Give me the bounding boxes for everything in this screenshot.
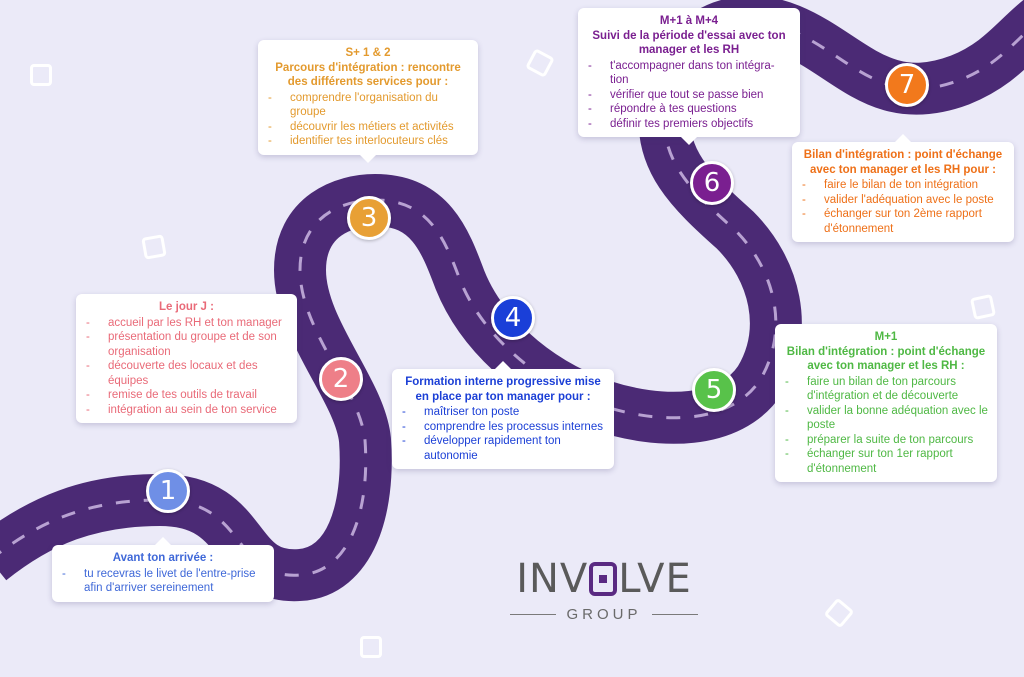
step-3-card: S+ 1 & 2 Parcours d'intégration : rencon… bbox=[258, 40, 478, 162]
step-3-item: comprendre l'organisation du groupe bbox=[266, 91, 470, 120]
decor-square bbox=[30, 64, 52, 86]
decor-square bbox=[969, 293, 997, 321]
step-1-item: tu recevras le livet de l'entre-prise af… bbox=[60, 567, 266, 596]
step-7-title: Bilan d'intégration : point d'échange av… bbox=[803, 149, 1003, 176]
step-2-list: accueil par les RH et ton manager présen… bbox=[84, 316, 289, 418]
step-4-list: maîtriser ton poste comprendre les proce… bbox=[400, 405, 606, 463]
step-5-marker: 5 bbox=[692, 368, 736, 412]
step-6-marker: 6 bbox=[690, 161, 734, 205]
step-1-marker: 1 bbox=[146, 469, 190, 513]
step-6-title: M+1 à M+4 Suivi de la période d'essai av… bbox=[592, 15, 786, 56]
step-7-item: faire le bilan de ton intégration bbox=[800, 178, 1006, 193]
step-2-item: présentation du groupe et de son organis… bbox=[84, 330, 289, 359]
decor-square bbox=[360, 636, 382, 658]
step-6-item: vérifier que tout se passe bien bbox=[586, 88, 792, 103]
step-7-list: faire le bilan de ton intégration valide… bbox=[800, 178, 1006, 236]
step-5-title: M+1 Bilan d'intégration : point d'échang… bbox=[786, 331, 986, 372]
step-5-list: faire un bilan de ton parcours d'intégra… bbox=[783, 375, 989, 477]
step-2-item: accueil par les RH et ton manager bbox=[84, 316, 289, 331]
step-1-card: Avant ton arrivée : tu recevras le livet… bbox=[52, 537, 274, 602]
step-5-item: échanger sur ton 1er rapport d'étonnemen… bbox=[783, 447, 989, 476]
step-3-item: identifier tes interlocuteurs clés bbox=[266, 134, 470, 149]
step-6-card: M+1 à M+4 Suivi de la période d'essai av… bbox=[578, 8, 800, 145]
logo-group-text: GROUP bbox=[566, 606, 642, 623]
decor-square bbox=[141, 234, 167, 260]
step-6-list: t'accompagner dans ton intégra-tion véri… bbox=[586, 59, 792, 132]
step-6-item: t'accompagner dans ton intégra-tion bbox=[586, 59, 792, 88]
step-5-item: préparer la suite de ton parcours bbox=[783, 433, 989, 448]
step-2-item: intégration au sein de ton service bbox=[84, 403, 289, 418]
step-3-title: S+ 1 & 2 Parcours d'intégration : rencon… bbox=[275, 47, 461, 88]
step-6-item: définir tes premiers objectifs bbox=[586, 117, 792, 132]
logo-o-square-icon bbox=[589, 562, 618, 596]
logo-line-right bbox=[651, 614, 698, 615]
involve-group-logo: INV LVE GROUP bbox=[498, 556, 710, 632]
step-2-item: remise de tes outils de travail bbox=[84, 388, 289, 403]
logo-line-left bbox=[510, 614, 557, 615]
step-2-item: découverte des locaux et des équipes bbox=[84, 359, 289, 388]
step-4-item: développer rapidement ton autonomie bbox=[400, 434, 606, 463]
step-3-item: découvrir les métiers et activités bbox=[266, 120, 470, 135]
step-1-title: Avant ton arrivée : bbox=[112, 552, 214, 564]
step-7-item: échanger sur ton 2ème rapport d'étonneme… bbox=[800, 207, 1006, 236]
step-4-item: maîtriser ton poste bbox=[400, 405, 606, 420]
step-4-marker: 4 bbox=[491, 296, 535, 340]
step-2-marker: 2 bbox=[319, 357, 363, 401]
step-3-list: comprendre l'organisation du groupe déco… bbox=[266, 91, 470, 149]
step-4-card: Formation interne progressive mise en pl… bbox=[392, 361, 614, 469]
logo-word-end: LVE bbox=[618, 556, 692, 602]
step-4-title: Formation interne progressive mise en pl… bbox=[405, 376, 601, 403]
logo-subtitle: GROUP bbox=[498, 606, 710, 623]
step-7-item: valider l'adéquation avec le poste bbox=[800, 193, 1006, 208]
step-7-card: Bilan d'intégration : point d'échange av… bbox=[792, 134, 1014, 242]
step-2-card: Le jour J : accueil par les RH et ton ma… bbox=[76, 294, 297, 423]
step-7-marker: 7 bbox=[885, 63, 929, 107]
step-5-item: faire un bilan de ton parcours d'intégra… bbox=[783, 375, 989, 404]
step-4-item: comprendre les processus internes bbox=[400, 420, 606, 435]
logo-word-start: INV bbox=[516, 556, 589, 602]
step-1-list: tu recevras le livet de l'entre-prise af… bbox=[60, 567, 266, 596]
step-6-item: répondre à tes questions bbox=[586, 102, 792, 117]
step-3-marker: 3 bbox=[347, 196, 391, 240]
step-5-item: valider la bonne adéquation avec le post… bbox=[783, 404, 989, 433]
logo-wordmark: INV LVE bbox=[498, 556, 710, 602]
step-5-card: M+1 Bilan d'intégration : point d'échang… bbox=[775, 324, 997, 482]
step-2-title: Le jour J : bbox=[159, 301, 214, 313]
